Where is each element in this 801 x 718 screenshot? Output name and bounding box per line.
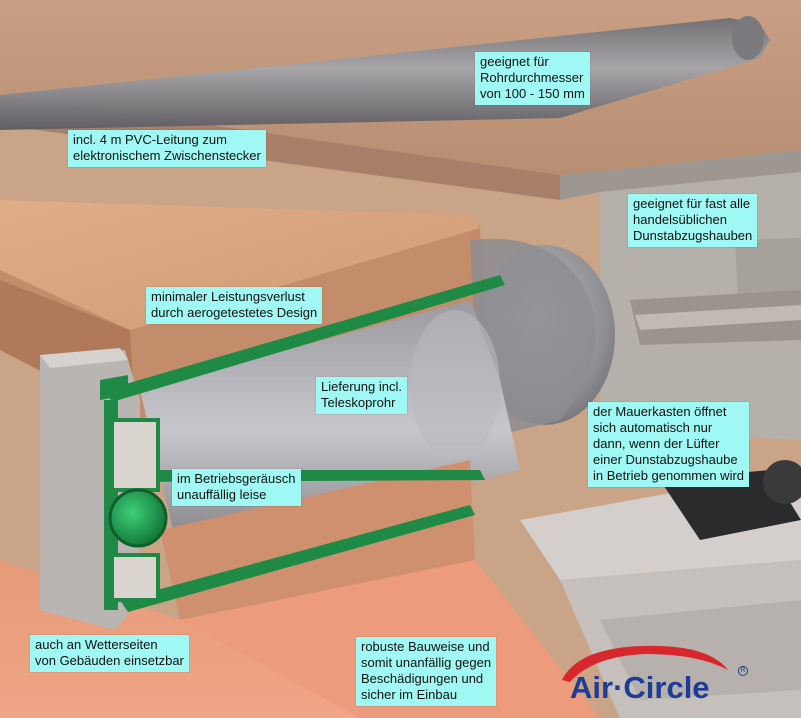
callout-line: Dunstabzugshauben bbox=[633, 228, 753, 243]
callout-line: von 100 - 150 mm bbox=[480, 86, 585, 101]
callout-weather: auch an Wetterseiten von Gebäuden einset… bbox=[30, 635, 189, 672]
callout-line: durch aerogetestetes Design bbox=[151, 305, 318, 320]
callout-line: unauffällig leise bbox=[177, 487, 267, 502]
callout-line: sich automatisch nur bbox=[593, 420, 713, 435]
callout-line: sicher im Einbau bbox=[361, 687, 458, 702]
callout-pvc-cable: incl. 4 m PVC-Leitung zum elektronischem… bbox=[68, 130, 266, 167]
callout-line: von Gebäuden einsetzbar bbox=[35, 653, 184, 668]
callout-line: in Betrieb genommen wird bbox=[593, 468, 745, 483]
callout-line: einer Dunstabzugshaube bbox=[593, 452, 738, 467]
callout-line: geeignet für bbox=[480, 54, 549, 69]
callout-line: elektronischem Zwischenstecker bbox=[73, 148, 261, 163]
registered-mark-icon: R bbox=[738, 666, 748, 676]
callout-line: robuste Bauweise und bbox=[361, 639, 490, 654]
callout-line: Beschädigungen und bbox=[361, 671, 484, 686]
callout-line: Rohrdurchmesser bbox=[480, 70, 584, 85]
callout-quiet: im Betriebsgeräusch unauffällig leise bbox=[172, 469, 301, 506]
callout-line: Lieferung incl. bbox=[321, 379, 402, 394]
callout-pipe-diameter: geeignet für Rohrdurchmesser von 100 - 1… bbox=[475, 52, 590, 105]
callout-line: incl. 4 m PVC-Leitung zum bbox=[73, 132, 227, 147]
callout-line: der Mauerkasten öffnet bbox=[593, 404, 727, 419]
callout-line: somit unanfällig gegen bbox=[361, 655, 492, 670]
callout-line: dann, wenn der Lüfter bbox=[593, 436, 720, 451]
callout-line: minimaler Leistungsverlust bbox=[151, 289, 305, 304]
callout-power-loss: minimaler Leistungsverlust durch aeroget… bbox=[146, 287, 323, 324]
callout-telescope: Lieferung incl. Teleskoprohr bbox=[316, 377, 407, 414]
callout-auto-open: der Mauerkasten öffnet sich automatisch … bbox=[588, 402, 750, 487]
callout-line: Teleskoprohr bbox=[321, 395, 396, 410]
callout-line: im Betriebsgeräusch bbox=[177, 471, 296, 486]
callout-robust: robuste Bauweise und somit unanfällig ge… bbox=[356, 637, 497, 706]
callout-hoods: geeignet für fast alle handelsüblichen D… bbox=[628, 194, 758, 247]
callout-line: geeignet für fast alle bbox=[633, 196, 751, 211]
logo-wordmark: Air·Circle bbox=[570, 670, 710, 705]
callout-line: handelsüblichen bbox=[633, 212, 727, 227]
arc-swoosh-icon bbox=[562, 645, 728, 682]
callout-line: auch an Wetterseiten bbox=[35, 637, 158, 652]
air-circle-logo: Air·Circle R bbox=[548, 640, 798, 710]
